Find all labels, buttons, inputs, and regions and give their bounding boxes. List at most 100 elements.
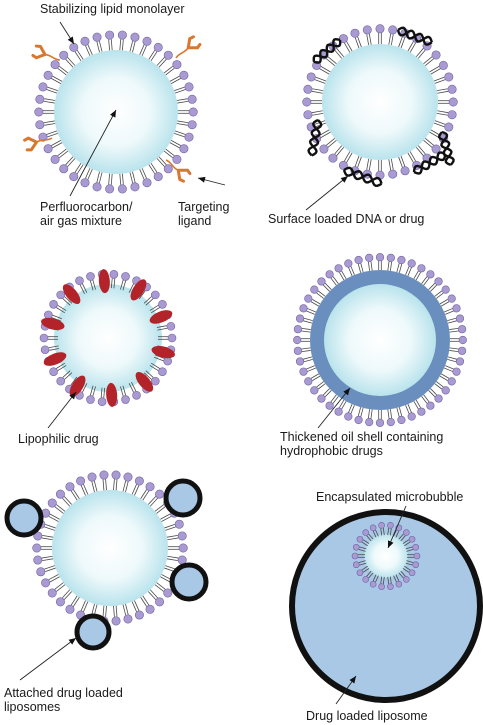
lipid-head-icon bbox=[426, 270, 435, 279]
lipid-head-icon bbox=[187, 94, 197, 104]
lipid-head-icon bbox=[310, 386, 319, 395]
gas-core bbox=[324, 284, 436, 396]
lipid-head-icon bbox=[354, 255, 363, 265]
label-stabilizing-lipid-monolayer: Stabilizing lipid monolayer bbox=[40, 2, 185, 16]
lipid-head-icon bbox=[378, 522, 385, 529]
lipid-head-icon bbox=[434, 394, 443, 403]
lipid-head-icon bbox=[179, 70, 189, 80]
lipid-head-icon bbox=[352, 543, 360, 551]
lipid-head-icon bbox=[317, 277, 326, 286]
lipid-head-icon bbox=[123, 472, 133, 482]
lipid-head-icon bbox=[413, 552, 421, 560]
lipid-head-icon bbox=[302, 97, 312, 107]
lipid-head-icon bbox=[111, 470, 121, 480]
arrow-head bbox=[67, 36, 74, 44]
lipid-head-icon bbox=[352, 561, 360, 569]
lipid-head-icon bbox=[163, 588, 173, 598]
lipid-head-icon bbox=[142, 178, 152, 188]
lipid-head-icon bbox=[408, 569, 416, 577]
lipid-head-icon bbox=[34, 107, 44, 117]
lipid-head-icon bbox=[299, 367, 308, 376]
dna-strand-icon bbox=[396, 26, 433, 46]
lipid-head-icon bbox=[121, 395, 130, 404]
lipid-head-icon bbox=[145, 482, 155, 492]
lipid-head-icon bbox=[184, 132, 194, 142]
lipid-head-icon bbox=[150, 376, 160, 386]
label-lipophilic-drug: Lipophilic drug bbox=[18, 432, 99, 446]
lipid-head-icon bbox=[303, 84, 313, 94]
lipid-head-icon bbox=[447, 377, 456, 386]
lipid-head-icon bbox=[431, 144, 441, 154]
drug-ellipse-icon bbox=[62, 284, 81, 305]
lipid-head-icon bbox=[56, 376, 66, 386]
lipid-head-icon bbox=[387, 522, 394, 529]
arrow-head bbox=[349, 676, 356, 684]
lipid-head-icon bbox=[400, 166, 410, 176]
lipid-head-icon bbox=[362, 25, 372, 35]
lipid-head-icon bbox=[177, 531, 187, 541]
lipid-head-icon bbox=[49, 300, 58, 309]
lipid-head-icon bbox=[293, 325, 303, 334]
lipid-head-icon bbox=[388, 25, 398, 35]
lipid-head-icon bbox=[155, 489, 165, 499]
lipid-head-icon bbox=[121, 272, 130, 281]
arrow-head bbox=[68, 638, 76, 645]
lipid-head-icon bbox=[338, 160, 348, 170]
lipid-head-icon bbox=[457, 325, 467, 334]
lipid-head-icon bbox=[109, 269, 119, 279]
lipid-head-icon bbox=[184, 82, 194, 92]
arrow-head bbox=[198, 176, 206, 183]
lipid-head-icon bbox=[134, 476, 144, 486]
arrow-line bbox=[47, 391, 77, 429]
lipid-monolayer bbox=[293, 253, 467, 427]
lipid-head-icon bbox=[55, 489, 65, 499]
drug-ellipse-icon bbox=[98, 269, 110, 294]
lipid-head-icon bbox=[365, 417, 374, 427]
lipid-head-icon bbox=[163, 356, 172, 366]
targeting-ligand-icon bbox=[31, 44, 61, 61]
lipid-monolayer bbox=[351, 522, 421, 590]
panel-surface-loaded bbox=[302, 24, 458, 188]
drug-ellipse-icon bbox=[149, 310, 173, 324]
lipid-head-icon bbox=[33, 555, 43, 565]
lipid-head-icon bbox=[179, 144, 189, 154]
panel-drug-loaded-liposome bbox=[289, 509, 483, 703]
gas-core bbox=[54, 50, 178, 174]
label-arrows bbox=[19, 21, 407, 705]
lipid-head-icon bbox=[447, 110, 457, 120]
lipid-head-icon bbox=[375, 253, 385, 262]
lipid-head-icon bbox=[447, 84, 457, 94]
lipid-head-icon bbox=[40, 345, 50, 355]
targeting-ligand-icon bbox=[165, 159, 192, 183]
lipid-head-icon bbox=[304, 377, 313, 386]
lipid-head-icon bbox=[304, 294, 313, 303]
dna-strand-icon bbox=[312, 37, 342, 64]
lipid-head-icon bbox=[426, 401, 435, 410]
lipid-head-icon bbox=[378, 583, 385, 590]
lipid-head-icon bbox=[334, 407, 343, 416]
lipid-head-icon bbox=[444, 122, 454, 132]
lipid-head-icon bbox=[167, 333, 177, 343]
lipid-head-icon bbox=[388, 169, 398, 179]
lipid-head-icon bbox=[412, 543, 420, 551]
lipid-head-icon bbox=[130, 182, 140, 192]
lipid-head-icon bbox=[403, 576, 410, 583]
lipid-head-icon bbox=[387, 583, 394, 590]
lipid-head-icon bbox=[455, 314, 465, 323]
drug-ellipse-icon bbox=[43, 352, 67, 366]
lipid-head-icon bbox=[457, 346, 467, 355]
lipid-head-icon bbox=[303, 110, 313, 120]
gas-core bbox=[322, 44, 438, 160]
lipid-head-icon bbox=[130, 32, 140, 42]
arrow-line bbox=[317, 387, 351, 429]
lipid-head-icon bbox=[39, 333, 49, 343]
lipid-head-icon bbox=[188, 107, 198, 117]
drug-ellipse-icon bbox=[106, 382, 118, 407]
lipid-head-icon bbox=[434, 277, 443, 286]
lipid-head-icon bbox=[310, 285, 319, 294]
lipid-head-icon bbox=[65, 482, 75, 492]
lipid-head-icon bbox=[397, 255, 406, 265]
lipid-head-icon bbox=[145, 604, 155, 614]
